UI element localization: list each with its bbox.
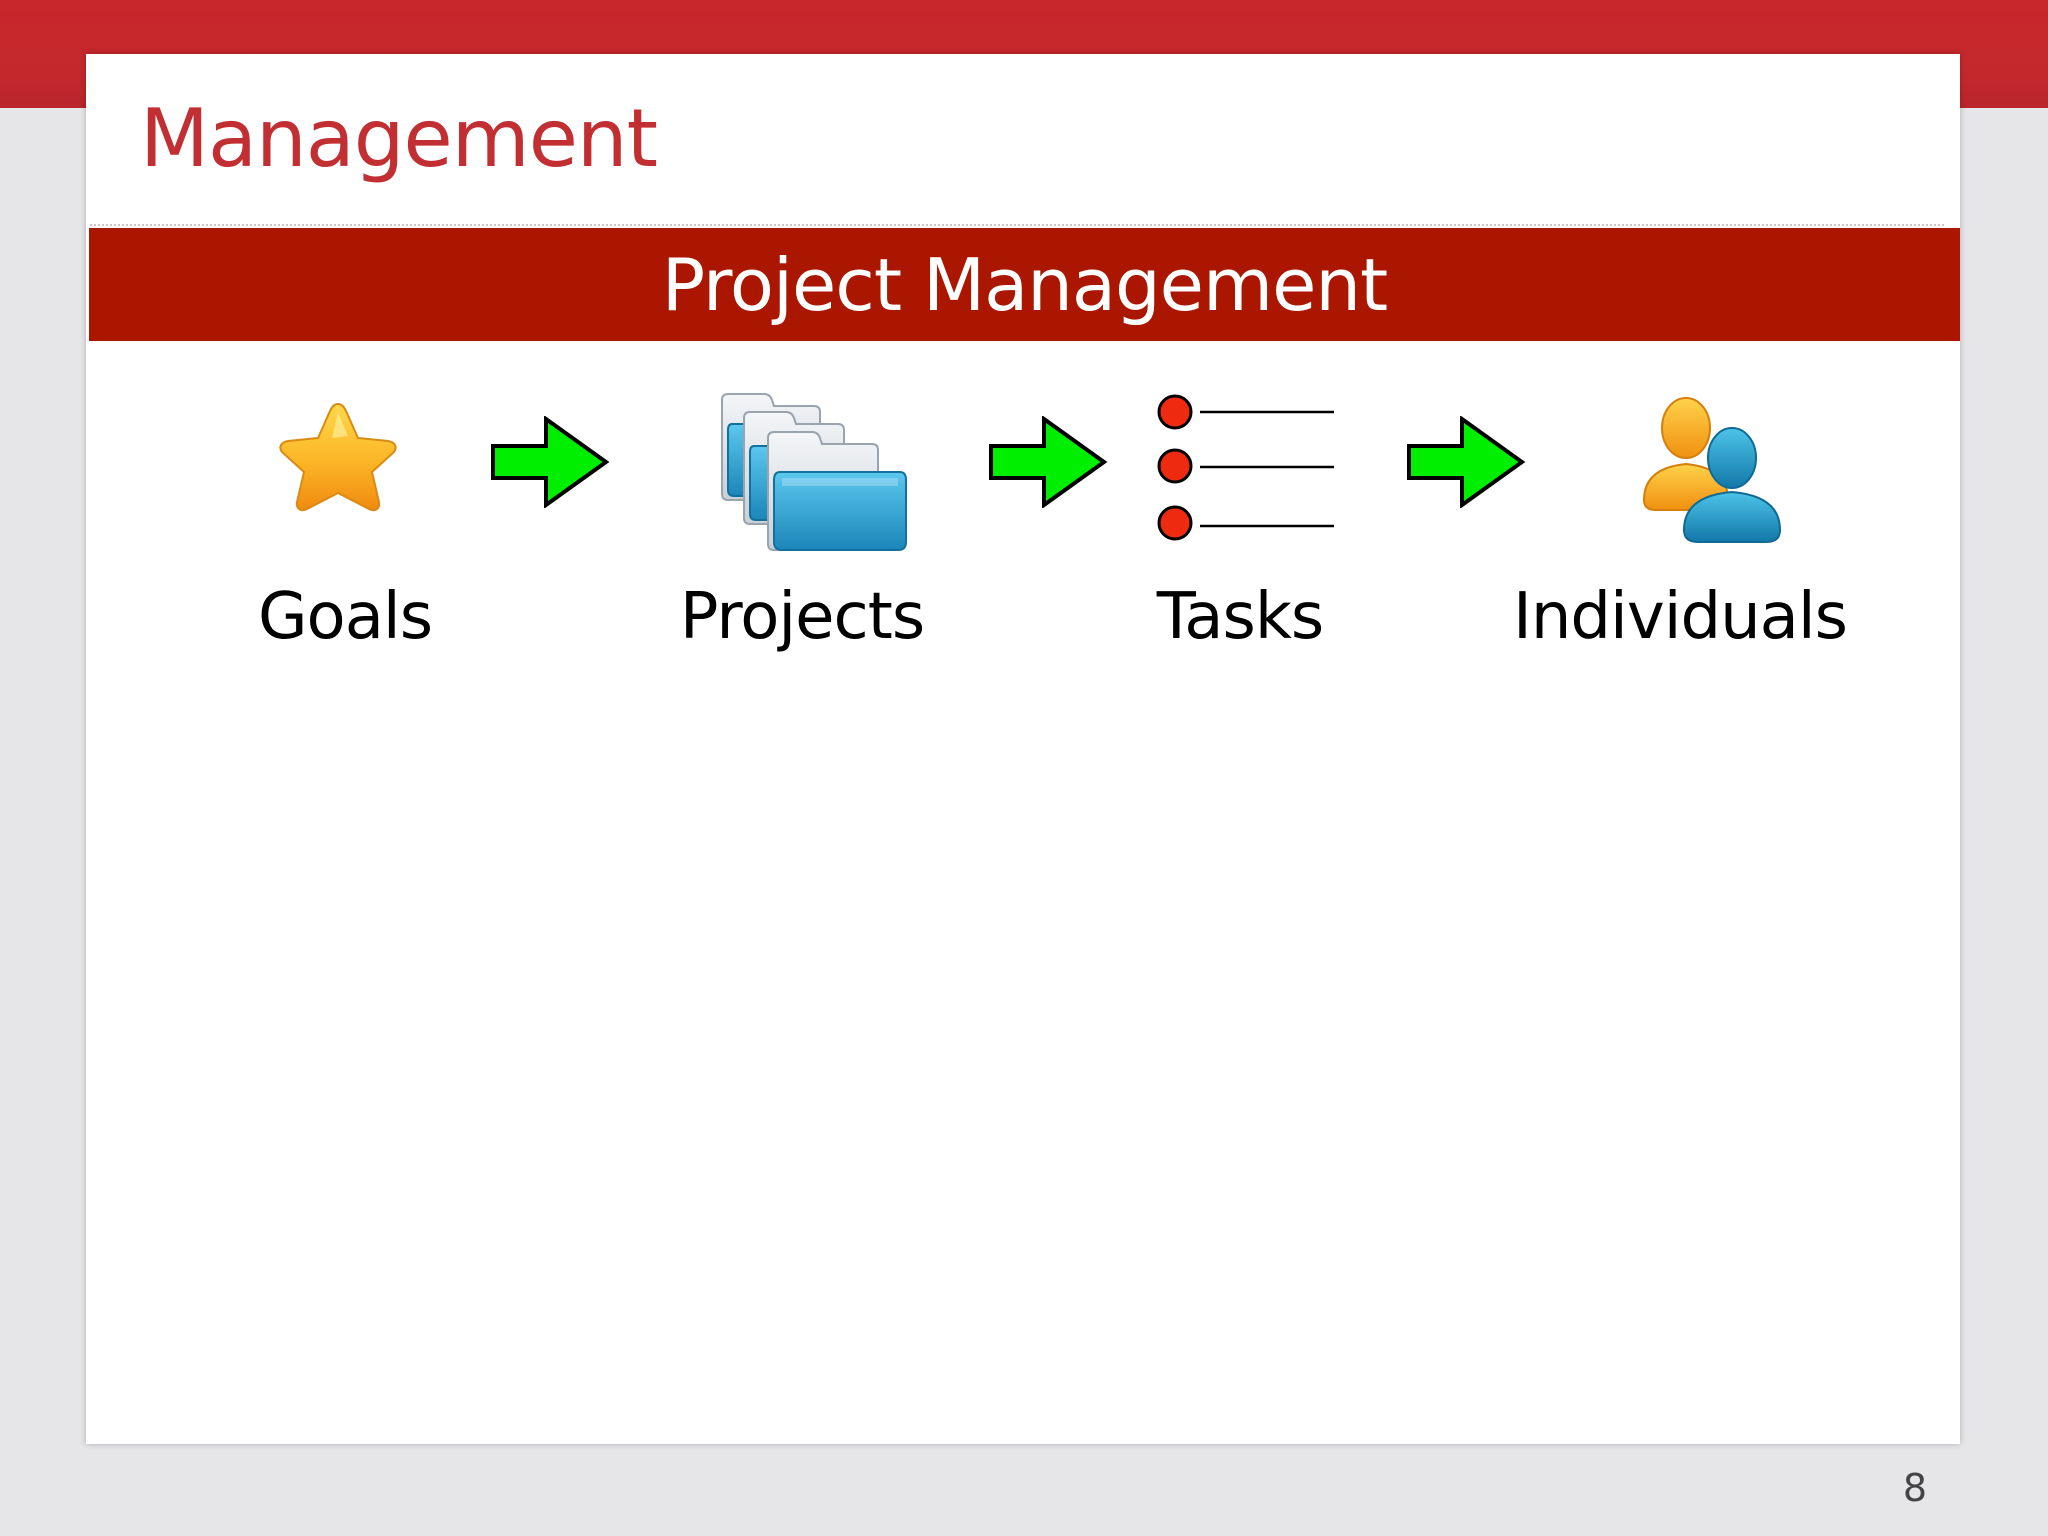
slide: Management Project Management [86,54,1960,1444]
arrow-right-icon [491,416,610,508]
users-icon [1642,397,1782,543]
banner-title: Project Management [661,242,1389,327]
step-label-goals: Goals [257,580,433,654]
task-list-icon [1157,394,1334,541]
step-label-projects: Projects [679,580,925,654]
slide-title: Management [140,92,658,185]
star-icon [279,402,397,512]
step-label-tasks: Tasks [1156,580,1324,654]
arrow-right-icon [989,416,1108,508]
arrow-right-icon [1407,416,1526,508]
page-number: 8 [1902,1466,1927,1510]
banner: Project Management [89,228,1960,341]
title-divider [90,224,1944,226]
folders-icon [721,393,907,551]
step-label-individuals: Individuals [1512,580,1848,654]
